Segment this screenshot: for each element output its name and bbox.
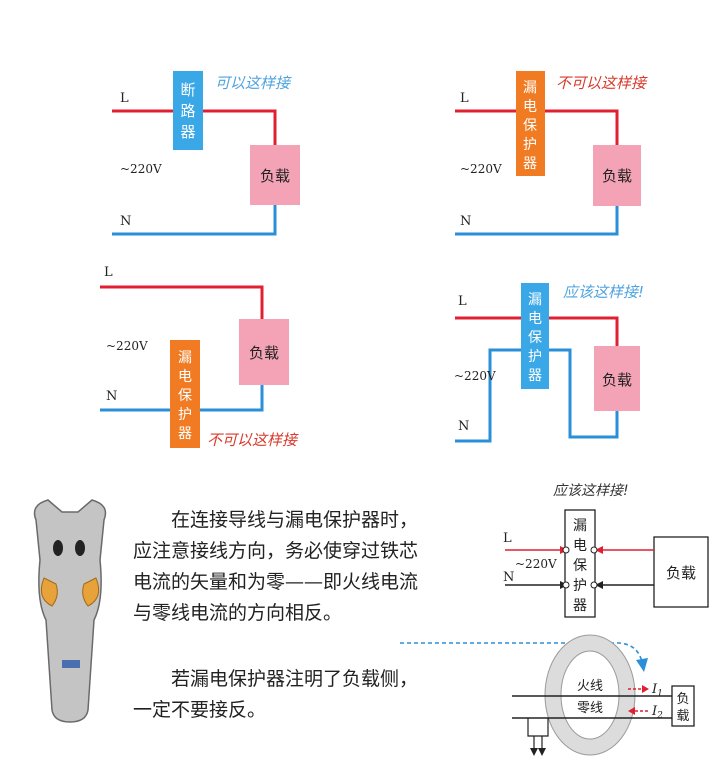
note-paragraph: 若漏电保护器注明了负载侧，一定不要接反。 [133, 668, 419, 721]
load-label: 负载 [676, 692, 689, 724]
dashed-arrow-head [636, 658, 648, 672]
live-label: L [104, 265, 113, 280]
live-label: L [503, 531, 512, 546]
voltage-label: ~220V [106, 339, 148, 353]
rcd-label: 漏电保护器 [573, 518, 587, 614]
caption-ok: 可以这样接 [215, 74, 292, 92]
current2-label: I2 [651, 704, 663, 721]
diagram-rcd-wrong-live: 漏电保护器 负载 L ~220V N 不可以这样接 [455, 71, 648, 236]
load-box [671, 685, 695, 727]
main-paragraph: 在连接导线与漏电保护器时，应注意接线方向，务必使穿过铁芯电流的矢量和为零——即火… [133, 509, 419, 624]
load-label: 负载 [602, 371, 632, 389]
iron-core-ring [545, 635, 635, 755]
rcd-box [521, 283, 549, 389]
rcd-label: 漏电保护器 [528, 292, 542, 384]
diagram-breaker-ok: 断路器 负载 L ~220V N 可以这样接 [112, 71, 300, 236]
voltage-label: ~220V [515, 557, 557, 571]
caption-correct: 应该这样接! [563, 283, 644, 301]
load-box [239, 319, 289, 385]
neutral-label: N [503, 570, 514, 585]
load-label: 负载 [666, 564, 696, 582]
live-label: L [458, 294, 467, 309]
neutral-label: N [120, 214, 131, 229]
breaker-box [173, 71, 203, 150]
neutral-label: N [106, 389, 117, 404]
load-label: 负载 [602, 167, 632, 185]
caption-wrong: 不可以这样接 [207, 431, 299, 449]
neutral-wire [100, 383, 264, 412]
test-coil [527, 718, 549, 737]
load-box [653, 536, 709, 608]
load-box [593, 145, 641, 206]
rcd-box [516, 71, 545, 176]
load-box [594, 346, 640, 411]
live-wire [100, 285, 264, 320]
rcd-label: 漏电保护器 [178, 350, 192, 442]
neutral-label: N [458, 419, 469, 434]
neutral-wire-out [548, 348, 619, 439]
voltage-label: ~220V [120, 162, 162, 176]
wrench-mascot-icon [33, 499, 107, 723]
live-label: L [460, 91, 469, 106]
live-wire [455, 109, 619, 146]
schematic-diagram: 应该这样接! 漏电保护器 负载 L N ~220V [503, 483, 709, 618]
load-label: 负载 [260, 167, 290, 185]
iron-core-diagram: 火线 零线 I1 I2 负载 [512, 634, 695, 756]
current1-label: I1 [651, 682, 663, 699]
diagram-rcd-correct: 漏电保护器 负载 L ~220V N 应该这样接! [454, 283, 644, 443]
schematic-caption: 应该这样接! [553, 483, 629, 499]
neutral-label: N [460, 214, 471, 229]
neutral-wire-in [455, 348, 522, 443]
rcd-label: 漏电保护器 [523, 80, 537, 172]
neutral-wire [455, 205, 619, 236]
load-label: 负载 [249, 344, 279, 362]
rcd-box [170, 340, 200, 448]
load-box [250, 145, 300, 205]
neutral-wire [112, 203, 277, 236]
live-wire-out [548, 316, 619, 346]
voltage-label: ~220V [454, 369, 496, 383]
live-label: L [120, 91, 129, 106]
rcd-box [564, 509, 596, 618]
diagram-rcd-wrong-neutral: 漏电保护器 负载 L ~220V N 不可以这样接 [100, 265, 299, 449]
breaker-label: 断路器 [180, 81, 195, 141]
live-wire [112, 109, 277, 146]
voltage-label: ~220V [460, 162, 502, 176]
live-wire-label: 火线 [577, 679, 603, 694]
neutral-wire-label: 零线 [577, 701, 603, 716]
caption-wrong: 不可以这样接 [556, 74, 648, 92]
dashed-pointer-arrow [400, 642, 643, 663]
